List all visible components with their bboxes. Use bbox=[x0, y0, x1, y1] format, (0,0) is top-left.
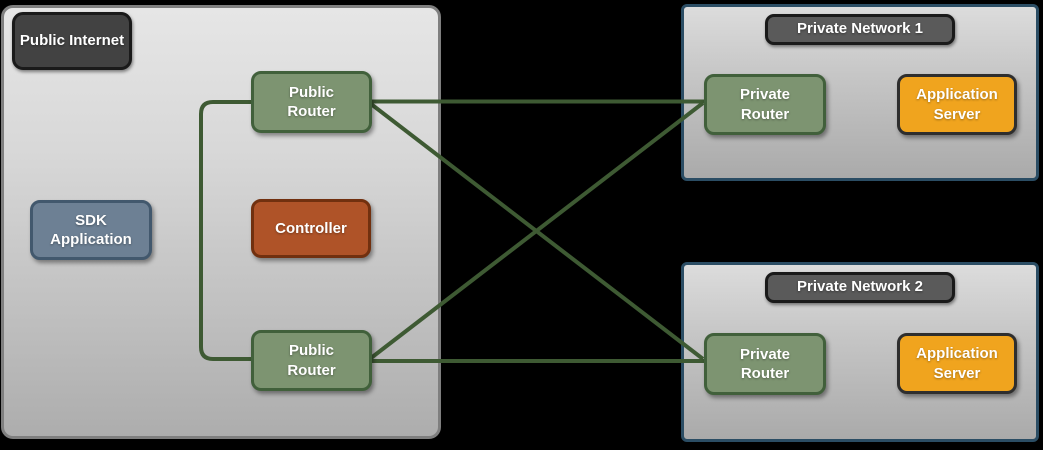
sdk-application-label: SDK Application bbox=[50, 211, 132, 249]
private-network-1-label-text: Private Network 1 bbox=[797, 20, 923, 38]
private-network-2-label-text: Private Network 2 bbox=[797, 278, 923, 296]
private-network-2-application-server-node: Application Server bbox=[897, 333, 1017, 394]
controller-label: Controller bbox=[275, 219, 347, 237]
private-network-1-label: Private Network 1 bbox=[765, 14, 955, 45]
private-network-2-container: Private Network 2 Private Router Applica… bbox=[681, 262, 1039, 442]
public-internet-label-text: Public Internet bbox=[19, 31, 125, 49]
private-network-2-label: Private Network 2 bbox=[765, 272, 955, 303]
application-server-label: Application Server bbox=[916, 86, 998, 123]
private-network-2-private-router-node: Private Router bbox=[704, 333, 826, 395]
private-router-label: Private Router bbox=[739, 86, 791, 123]
sdk-application-node: SDK Application bbox=[30, 200, 152, 260]
private-network-1-private-router-node: Private Router bbox=[704, 74, 826, 135]
public-router-label: Public Router bbox=[287, 342, 336, 379]
public-router-top-node: Public Router bbox=[251, 71, 372, 133]
public-internet-label: Public Internet bbox=[12, 12, 132, 70]
private-router-label: Private Router bbox=[739, 345, 791, 383]
private-network-1-container: Private Network 1 Private Router Applica… bbox=[681, 4, 1039, 181]
public-router-bottom-node: Public Router bbox=[251, 330, 372, 391]
public-router-label: Public Router bbox=[287, 83, 336, 121]
controller-node: Controller bbox=[251, 199, 371, 258]
private-network-1-application-server-node: Application Server bbox=[897, 74, 1017, 135]
application-server-label: Application Server bbox=[916, 345, 998, 382]
